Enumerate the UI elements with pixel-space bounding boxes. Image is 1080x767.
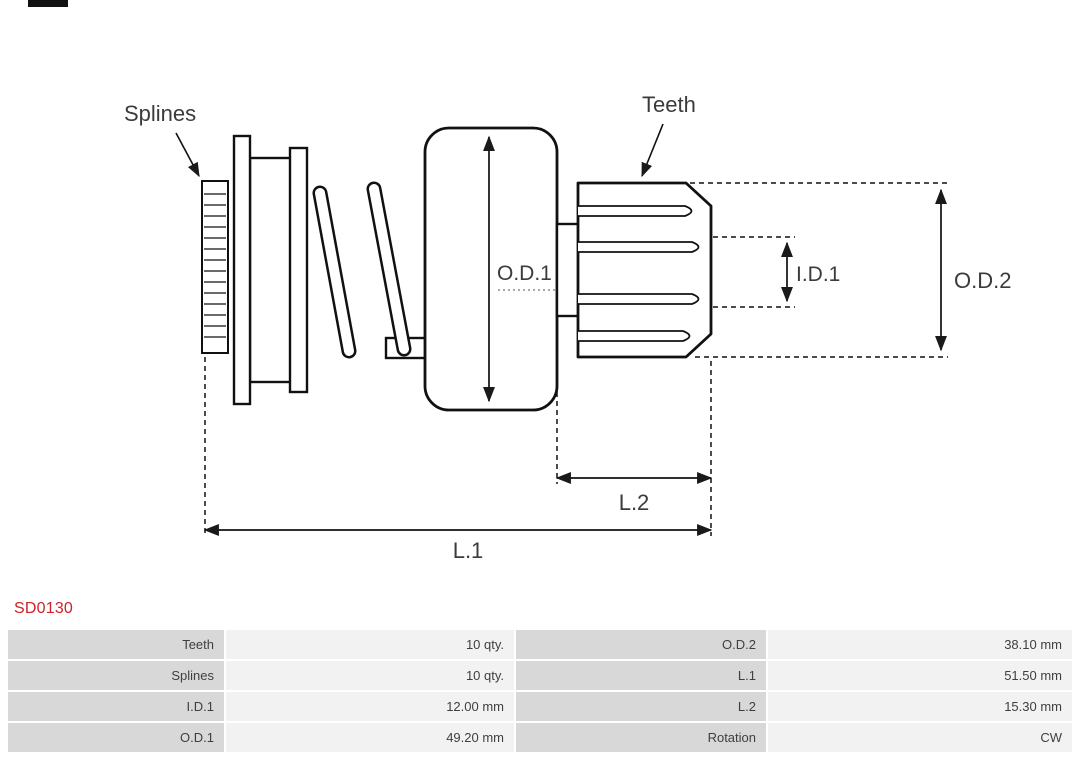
callout-splines: Splines [124,101,200,178]
callout-teeth: Teeth [641,92,696,178]
l1-label: L.1 [453,538,484,563]
od1-label: O.D.1 [497,262,552,285]
neck [555,222,581,318]
spec-label: L.2 [516,692,766,721]
spec-table: Teeth 10 qty. O.D.2 38.10 mm Splines 10 … [8,630,1072,752]
l2-label: L.2 [619,490,650,515]
splines-label: Splines [124,101,196,126]
spec-value: 51.50 mm [768,661,1072,690]
spec-label: L.1 [516,661,766,690]
spec-value: 10 qty. [226,630,514,659]
spec-label: Rotation [516,723,766,752]
spec-value: CW [768,723,1072,752]
spec-value: 12.00 mm [226,692,514,721]
starter-drive-diagram: O.D.1 O.D.2 I.D.1 L.2 L.1 Splines Teeth [124,92,1011,563]
spec-value: 49.20 mm [226,723,514,752]
id1-label: I.D.1 [796,263,840,286]
spline-shaft [201,180,229,354]
spring [312,181,412,359]
clutch-flanges [232,134,309,406]
dimension-od1: O.D.1 [483,135,558,403]
part-number: SD0130 [14,600,74,617]
pinion-gear [576,181,713,359]
starter-drive-drawing: O.D.1 O.D.2 I.D.1 L.2 L.1 Splines Teeth [124,92,1011,563]
spec-label: O.D.1 [8,723,224,752]
spec-value: 38.10 mm [768,630,1072,659]
od2-label: O.D.2 [954,268,1011,293]
teeth-label: Teeth [642,92,696,117]
spec-label: Splines [8,661,224,690]
spec-value: 10 qty. [226,661,514,690]
logo-fragment [28,0,68,7]
dimension-id1: I.D.1 [713,236,840,308]
dimension-l1: L.1 [203,357,713,563]
dimension-od2: O.D.2 [690,182,1011,358]
dimension-l2: L.2 [555,320,713,536]
spec-label: O.D.2 [516,630,766,659]
spec-label: Teeth [8,630,224,659]
spec-label: I.D.1 [8,692,224,721]
spec-value: 15.30 mm [768,692,1072,721]
